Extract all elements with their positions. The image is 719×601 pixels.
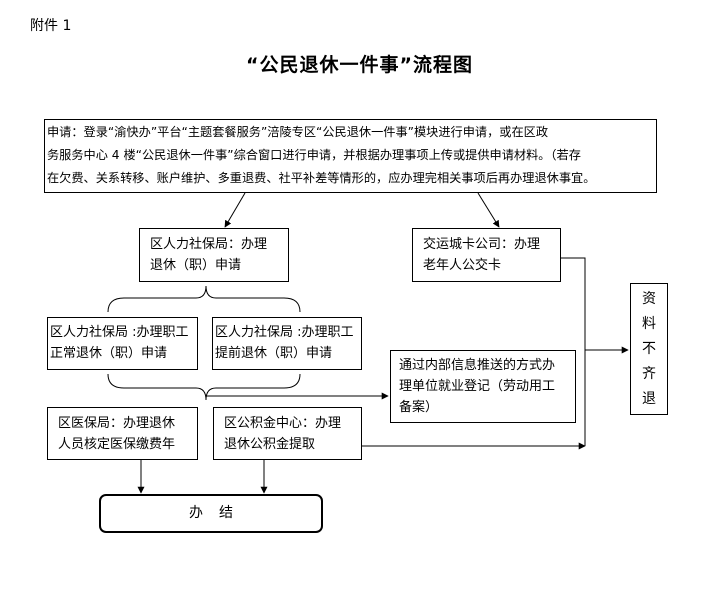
reject-char: 料 [642, 316, 656, 332]
reject-char: 齐 [642, 366, 656, 382]
bus-card-company-box: 交运城卡公司：办理 老年人公交卡 [412, 228, 561, 282]
apply-line-2: 务服务中心 4 楼“公民退休一件事”综合窗口进行申请，并根据办理事项上传或提供申… [47, 148, 581, 162]
apply-step-box: 申请：登录“渝快办”平台“主题套餐服务”涪陵专区“公民退休一件事”模块进行申请，… [44, 119, 657, 193]
reject-char: 回 [631, 412, 667, 414]
arrow-apply-to-card [477, 192, 500, 228]
brace-top [107, 285, 301, 313]
early-retirement-box: 区人力社保局 :办理职工 提前退休（职）申请 [212, 317, 362, 370]
employment-registration-box: 通过内部信息推送的方式办 理单位就业登记（劳动用工 备案） [390, 350, 576, 423]
completion-label: 办结 [189, 505, 249, 521]
reject-char: 资 [642, 291, 656, 307]
brace-bottom [107, 373, 301, 401]
early-line-2: 提前退休（职）申请 [215, 346, 333, 361]
reject-char: 退 [642, 391, 656, 407]
fund-line-2: 退休公积金提取 [224, 437, 316, 452]
page-title: “公民退休一件事”流程图 [246, 54, 473, 76]
notify-line-2: 理单位就业登记（劳动用工 [399, 379, 556, 394]
dept-line-2: 退休（职）申请 [150, 258, 242, 273]
fund-line-1: 区公积金中心：办理 [224, 416, 342, 431]
notify-line-3: 备案） [399, 400, 439, 415]
medical-line-2: 人员核定医保缴费年 [58, 437, 176, 452]
hr-retirement-application-box: 区人力社保局：办理 退休（职）申请 [139, 228, 289, 282]
normal-line-2: 正常退休（职）申请 [50, 346, 168, 361]
arrow-apply-to-dept [224, 192, 246, 228]
card-line-2: 老年人公交卡 [423, 258, 502, 273]
housing-fund-box: 区公积金中心：办理 退休公积金提取 [213, 407, 362, 460]
line-card-to-return [561, 257, 586, 446]
card-line-1: 交运城卡公司：办理 [423, 237, 541, 252]
apply-line-1: 申请：登录“渝快办”平台“主题套餐服务”涪陵专区“公民退休一件事”模块进行申请，… [47, 125, 549, 139]
normal-retirement-box: 区人力社保局 :办理职工 正常退休（职）申请 [47, 317, 198, 370]
reject-char: 不 [642, 341, 656, 357]
apply-line-3: 在欠费、关系转移、账户维护、多重退费、社平补差等情形的，应办理完相关事项后再办理… [47, 171, 596, 185]
medical-insurance-box: 区医保局：办理退休 人员核定医保缴费年 [47, 407, 198, 460]
attachment-label: 附件 1 [30, 18, 72, 34]
materials-incomplete-return-box: 资 料 不 齐 退 回 [630, 283, 668, 415]
dept-line-1: 区人力社保局：办理 [150, 237, 268, 252]
normal-line-1: 区人力社保局 :办理职工 [50, 325, 189, 340]
medical-line-1: 区医保局：办理退休 [58, 416, 176, 431]
notify-line-1: 通过内部信息推送的方式办 [399, 358, 556, 373]
completion-box: 办结 [99, 494, 323, 533]
early-line-1: 区人力社保局 :办理职工 [215, 325, 354, 340]
